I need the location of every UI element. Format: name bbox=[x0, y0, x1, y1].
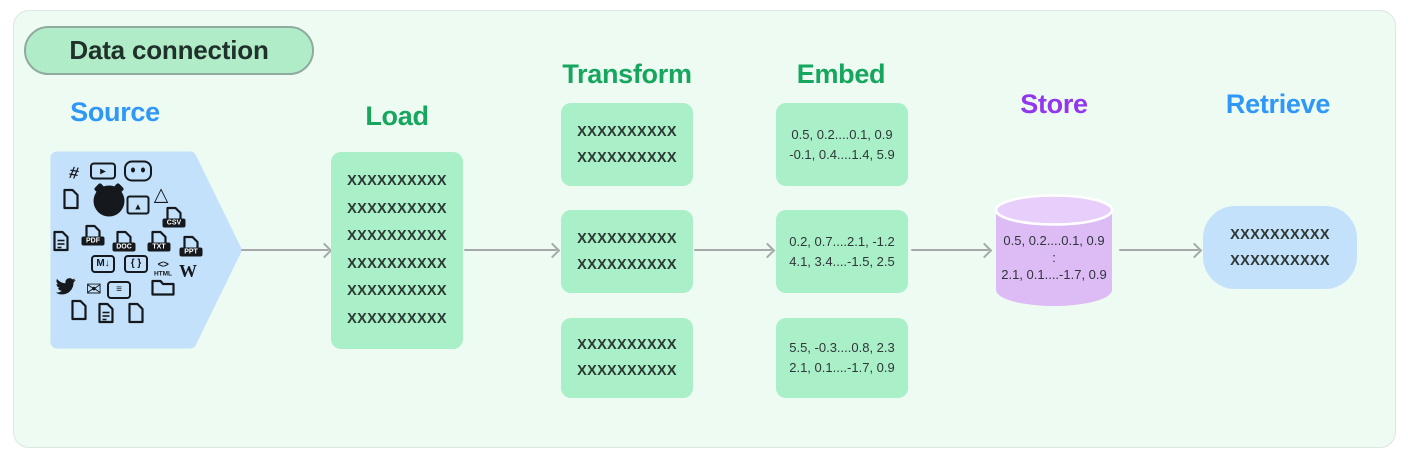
slack-icon: # bbox=[67, 162, 81, 184]
discord-icon bbox=[124, 160, 152, 182]
github-icon bbox=[93, 185, 125, 217]
database-icon bbox=[994, 194, 1114, 306]
arrow-store-to-retrieve bbox=[1119, 249, 1199, 252]
store-values: 0.5, 0.2....0.1, 0.9: 2.1, 0.1....-1.7, 0… bbox=[994, 232, 1114, 283]
notion-icon: ≡ bbox=[107, 281, 131, 299]
source-icons: # ▶ ▲△CSV PDF DOC TXT PPT M↓ { } <>HTML W ✉ ≡ bbox=[50, 151, 242, 349]
arrow-transform-to-embed bbox=[694, 249, 772, 252]
folder-icon bbox=[151, 278, 175, 297]
transform-box: XXXXXXXXXX XXXXXXXXXX bbox=[561, 318, 693, 398]
transform-box: XXXXXXXXXX XXXXXXXXXX bbox=[561, 210, 693, 293]
text-line: 0.2, 0.7....2.1, -1.2 bbox=[789, 233, 895, 249]
embed-box: 0.2, 0.7....2.1, -1.2 4.1, 3.4....-1.5, 2… bbox=[776, 210, 908, 293]
txt-file-icon: TXT bbox=[147, 230, 171, 256]
text-line: XXXXXXXXXX bbox=[347, 173, 447, 189]
text-line: XXXXXXXXXX bbox=[577, 230, 677, 247]
pdf-file-icon: PDF bbox=[81, 224, 105, 250]
data-connection-badge: Data connection bbox=[24, 26, 314, 75]
stage-title-transform: Transform bbox=[562, 59, 692, 89]
text-line: XXXXXXXXXX bbox=[577, 123, 677, 140]
file-icon bbox=[63, 188, 80, 210]
stage-title-store: Store bbox=[1020, 89, 1088, 119]
text-line: 5.5, -0.3....0.8, 2.3 bbox=[789, 340, 895, 355]
text-document-icon bbox=[53, 230, 70, 252]
text-line: 0.5, 0.2....0.1, 0.9 bbox=[1003, 233, 1105, 248]
markdown-icon: M↓ bbox=[91, 255, 115, 273]
text-line: XXXXXXXXXX bbox=[1230, 226, 1330, 243]
doc-file-icon: DOC bbox=[112, 230, 136, 256]
text-line: XXXXXXXXXX bbox=[577, 337, 677, 353]
html-icon: <>HTML bbox=[153, 259, 173, 278]
ppt-file-icon: PPT bbox=[179, 235, 203, 261]
text-line: 2.1, 0.1....-1.7, 0.9 bbox=[789, 360, 895, 375]
stage-title-embed: Embed bbox=[796, 59, 886, 89]
wikipedia-icon: W bbox=[179, 261, 197, 281]
arrow-load-to-transform bbox=[464, 249, 557, 252]
arrow-embed-to-store bbox=[911, 249, 989, 252]
data-connection-card: Data connection Source Load Transform Em… bbox=[13, 10, 1396, 448]
text-line: 0.5, 0.2....0.1, 0.9 bbox=[791, 126, 893, 142]
load-box: XXXXXXXXXX XXXXXXXXXX XXXXXXXXXX XXXXXXXXXX… bbox=[331, 152, 463, 349]
text-line: XXXXXXXXXX bbox=[1230, 252, 1330, 269]
embed-box: 0.5, 0.2....0.1, 0.9 -0.1, 0.4....1.4, 5.… bbox=[776, 103, 908, 186]
retrieve-box: XXXXXXXXXX XXXXXXXXXX bbox=[1203, 206, 1357, 289]
text-line: XXXXXXXXXX bbox=[347, 310, 447, 327]
file-icon bbox=[71, 299, 88, 321]
document-icon bbox=[98, 302, 115, 324]
google-drive-icon: △ bbox=[153, 184, 169, 206]
csv-file-icon: CSV bbox=[162, 206, 186, 232]
transform-box: XXXXXXXXXX XXXXXXXXXX bbox=[561, 103, 693, 186]
email-icon: ✉ bbox=[86, 279, 102, 301]
youtube-icon: ▶ bbox=[90, 162, 116, 180]
stage-title-retrieve: Retrieve bbox=[1225, 89, 1331, 119]
text-line: XXXXXXXXXX bbox=[347, 283, 447, 299]
text-line: XXXXXXXXXX bbox=[347, 255, 447, 272]
text-line: -0.1, 0.4....1.4, 5.9 bbox=[789, 146, 895, 162]
text-line: XXXXXXXXXX bbox=[577, 149, 677, 166]
source-shape: # ▶ ▲△CSV PDF DOC TXT PPT M↓ { } <>HTML W ✉ ≡ bbox=[50, 151, 242, 349]
arrow-source-to-load bbox=[241, 249, 329, 252]
text-line: XXXXXXXXXX bbox=[347, 200, 447, 217]
text-line: 4.1, 3.4....-1.5, 2.5 bbox=[789, 253, 895, 269]
badge-label: Data connection bbox=[69, 35, 269, 65]
file-icon bbox=[128, 302, 145, 324]
text-line: 2.1, 0.1....-1.7, 0.9 bbox=[1001, 267, 1107, 282]
stage-title-load: Load bbox=[365, 101, 429, 131]
json-icon: { } bbox=[124, 255, 148, 273]
text-line: XXXXXXXXXX bbox=[577, 363, 677, 379]
text-line: : bbox=[1052, 250, 1056, 265]
embed-box: 5.5, -0.3....0.8, 2.3 2.1, 0.1....-1.7, 0… bbox=[776, 318, 908, 398]
text-line: XXXXXXXXXX bbox=[347, 228, 447, 244]
twitter-icon bbox=[55, 276, 77, 297]
store-cylinder: 0.5, 0.2....0.1, 0.9: 2.1, 0.1....-1.7, 0… bbox=[994, 194, 1114, 308]
stage-title-source: Source bbox=[70, 97, 160, 127]
text-line: XXXXXXXXXX bbox=[577, 256, 677, 273]
image-icon: ▲ bbox=[126, 195, 150, 215]
